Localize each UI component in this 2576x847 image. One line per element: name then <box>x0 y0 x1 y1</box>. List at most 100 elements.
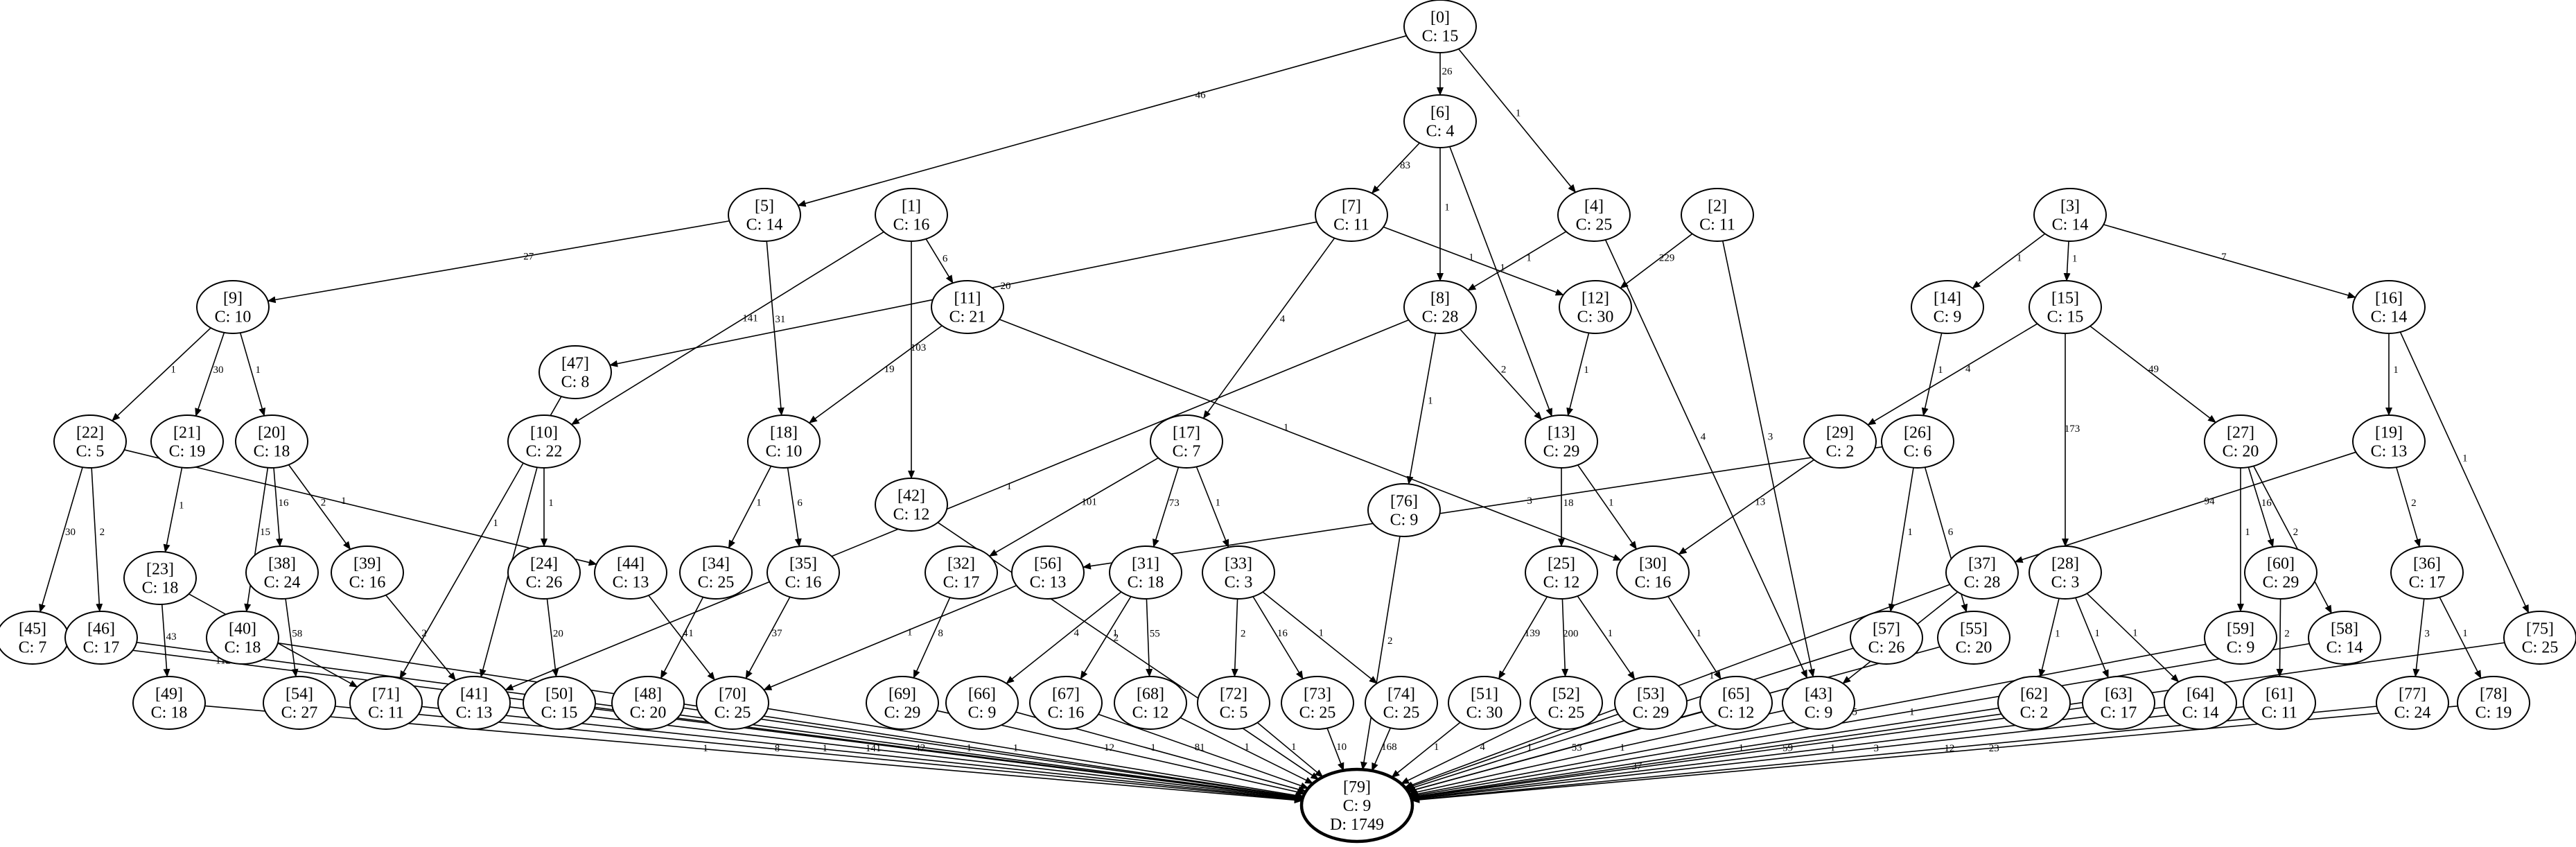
edge-26-to-57: 1 <box>1888 467 1914 613</box>
edge-line <box>1406 333 1437 485</box>
node-11: [11]C: 21 <box>931 280 1004 334</box>
node-id-label: [67] <box>1052 686 1080 704</box>
edge-weight-label: 1 <box>341 496 347 507</box>
node-cost-label: C: 13 <box>2371 443 2408 461</box>
node-2: [2]C: 11 <box>1681 188 1754 242</box>
edge-weight-label: 27 <box>523 252 534 263</box>
edge-line <box>766 241 785 417</box>
edge-line <box>273 467 283 548</box>
node-73: [73]C: 25 <box>1281 676 1354 730</box>
edge-weight-label: 1 <box>822 743 827 754</box>
node-cost-label: C: 25 <box>1299 704 1336 722</box>
node-3: [3]C: 14 <box>2033 188 2107 242</box>
edge-weight-label: 26 <box>1442 66 1453 77</box>
edge-weight-label: 1 <box>1527 742 1532 753</box>
node-ellipse <box>1681 188 1754 242</box>
node-cost-label: C: 20 <box>630 704 667 722</box>
edge-20-to-39: 2 <box>288 464 351 550</box>
node-ellipse <box>1197 676 1270 730</box>
node-35: [35]C: 16 <box>766 545 840 600</box>
node-id-label: [52] <box>1552 686 1580 704</box>
node-id-label: [27] <box>2227 424 2254 442</box>
edge-line <box>112 327 211 421</box>
node-ellipse <box>766 545 840 600</box>
node-id-label: [31] <box>1132 555 1159 573</box>
edge-31-to-66: 4 <box>1006 591 1122 684</box>
edge-weight-label: 139 <box>1525 628 1541 639</box>
node-28: [28]C: 3 <box>2029 545 2102 600</box>
edge-line <box>1082 446 1883 570</box>
node-48: [48]C: 20 <box>611 676 685 730</box>
node-ellipse <box>1557 188 1631 242</box>
edge-weight-label: 13 <box>1755 497 1765 508</box>
edge-weight-label: 1 <box>1444 202 1450 213</box>
edge-line <box>1620 233 1693 289</box>
edge-weight-label: 20 <box>553 628 563 639</box>
edge-line <box>163 467 183 553</box>
node-ellipse <box>875 478 948 532</box>
node-id-label: [45] <box>19 620 46 638</box>
edge-line <box>2276 598 2284 678</box>
node-ellipse <box>2376 676 2449 730</box>
node-cost-label: C: 25 <box>2522 639 2559 657</box>
node-cost-label: C: 15 <box>1422 28 1459 46</box>
edge-line <box>1410 707 1999 800</box>
edge-weight-label: 59 <box>1782 743 1793 754</box>
edge-25-to-53: 1 <box>1577 595 1636 680</box>
node-id-label: [29] <box>1826 424 1854 442</box>
node-ellipse <box>747 414 821 469</box>
edge-28-to-62: 1 <box>2038 598 2060 678</box>
node-44: [44]C: 13 <box>594 545 667 600</box>
edge-line <box>683 707 1304 801</box>
edge-19-to-36: 2 <box>2396 466 2421 548</box>
node-ellipse <box>2029 280 2102 334</box>
node-cost-label: C: 17 <box>83 639 120 657</box>
node-id-label: [28] <box>2051 555 2079 573</box>
node-cost-label: C: 13 <box>456 704 493 722</box>
edge-11-to-18: 19 <box>808 325 943 424</box>
edge-line <box>988 457 1159 557</box>
node-ellipse <box>2243 676 2316 730</box>
edge-line <box>2439 597 2482 679</box>
node-9: [9]C: 10 <box>196 280 270 334</box>
node-cost-label: C: 17 <box>2101 704 2137 722</box>
edge-weight-label: 1 <box>1609 497 1614 508</box>
edge-51-to-79: 1 <box>1391 722 1461 778</box>
node-id-label: [55] <box>1960 620 1988 638</box>
node-ellipse <box>2503 611 2576 665</box>
node-cost-label: C: 18 <box>142 579 179 597</box>
node-cost-label: C: 5 <box>1220 704 1248 722</box>
node-cost-label: C: 12 <box>1718 704 1755 722</box>
edge-8-to-13: 2 <box>1460 329 1543 421</box>
edge-8-to-41: 1 <box>505 319 1409 691</box>
node-cost-label: C: 27 <box>281 704 318 722</box>
edge-weight-label: 1 <box>1709 670 1715 681</box>
node-56: [56]C: 13 <box>1011 545 1085 600</box>
edge-22-to-46: 2 <box>91 467 105 613</box>
node-ellipse <box>123 551 197 605</box>
node-id-label: [37] <box>1968 555 1996 573</box>
node-66: [66]C: 9 <box>945 676 1019 730</box>
node-ellipse <box>1525 545 1598 600</box>
edge-weight-label: 1 <box>1006 481 1012 492</box>
node-72: [72]C: 5 <box>1197 676 1270 730</box>
edge-13-to-25: 18 <box>1558 468 1574 547</box>
edge-weight-label: 46 <box>1195 89 1207 101</box>
node-id-label: [51] <box>1471 686 1498 704</box>
node-ellipse <box>331 545 404 600</box>
edge-line <box>1360 536 1401 771</box>
node-cost-label: C: 26 <box>526 574 563 592</box>
node-id-label: [76] <box>1390 493 1418 511</box>
node-id-label: [38] <box>268 555 296 573</box>
node-cost-label: C: 2 <box>1826 443 1855 461</box>
node-ellipse <box>2204 611 2277 665</box>
edge-line <box>1146 598 1153 678</box>
node-id-label: [10] <box>530 424 558 442</box>
edge-15-to-29: 4 <box>1867 323 2038 426</box>
edge-line <box>1006 591 1122 684</box>
edge-line <box>91 467 103 613</box>
edge-20-to-40: 15 <box>244 467 270 613</box>
node-cost-label: C: 9 <box>1343 797 1372 815</box>
edge-line <box>195 332 225 417</box>
node-distance-label: D: 1749 <box>1330 816 1384 834</box>
